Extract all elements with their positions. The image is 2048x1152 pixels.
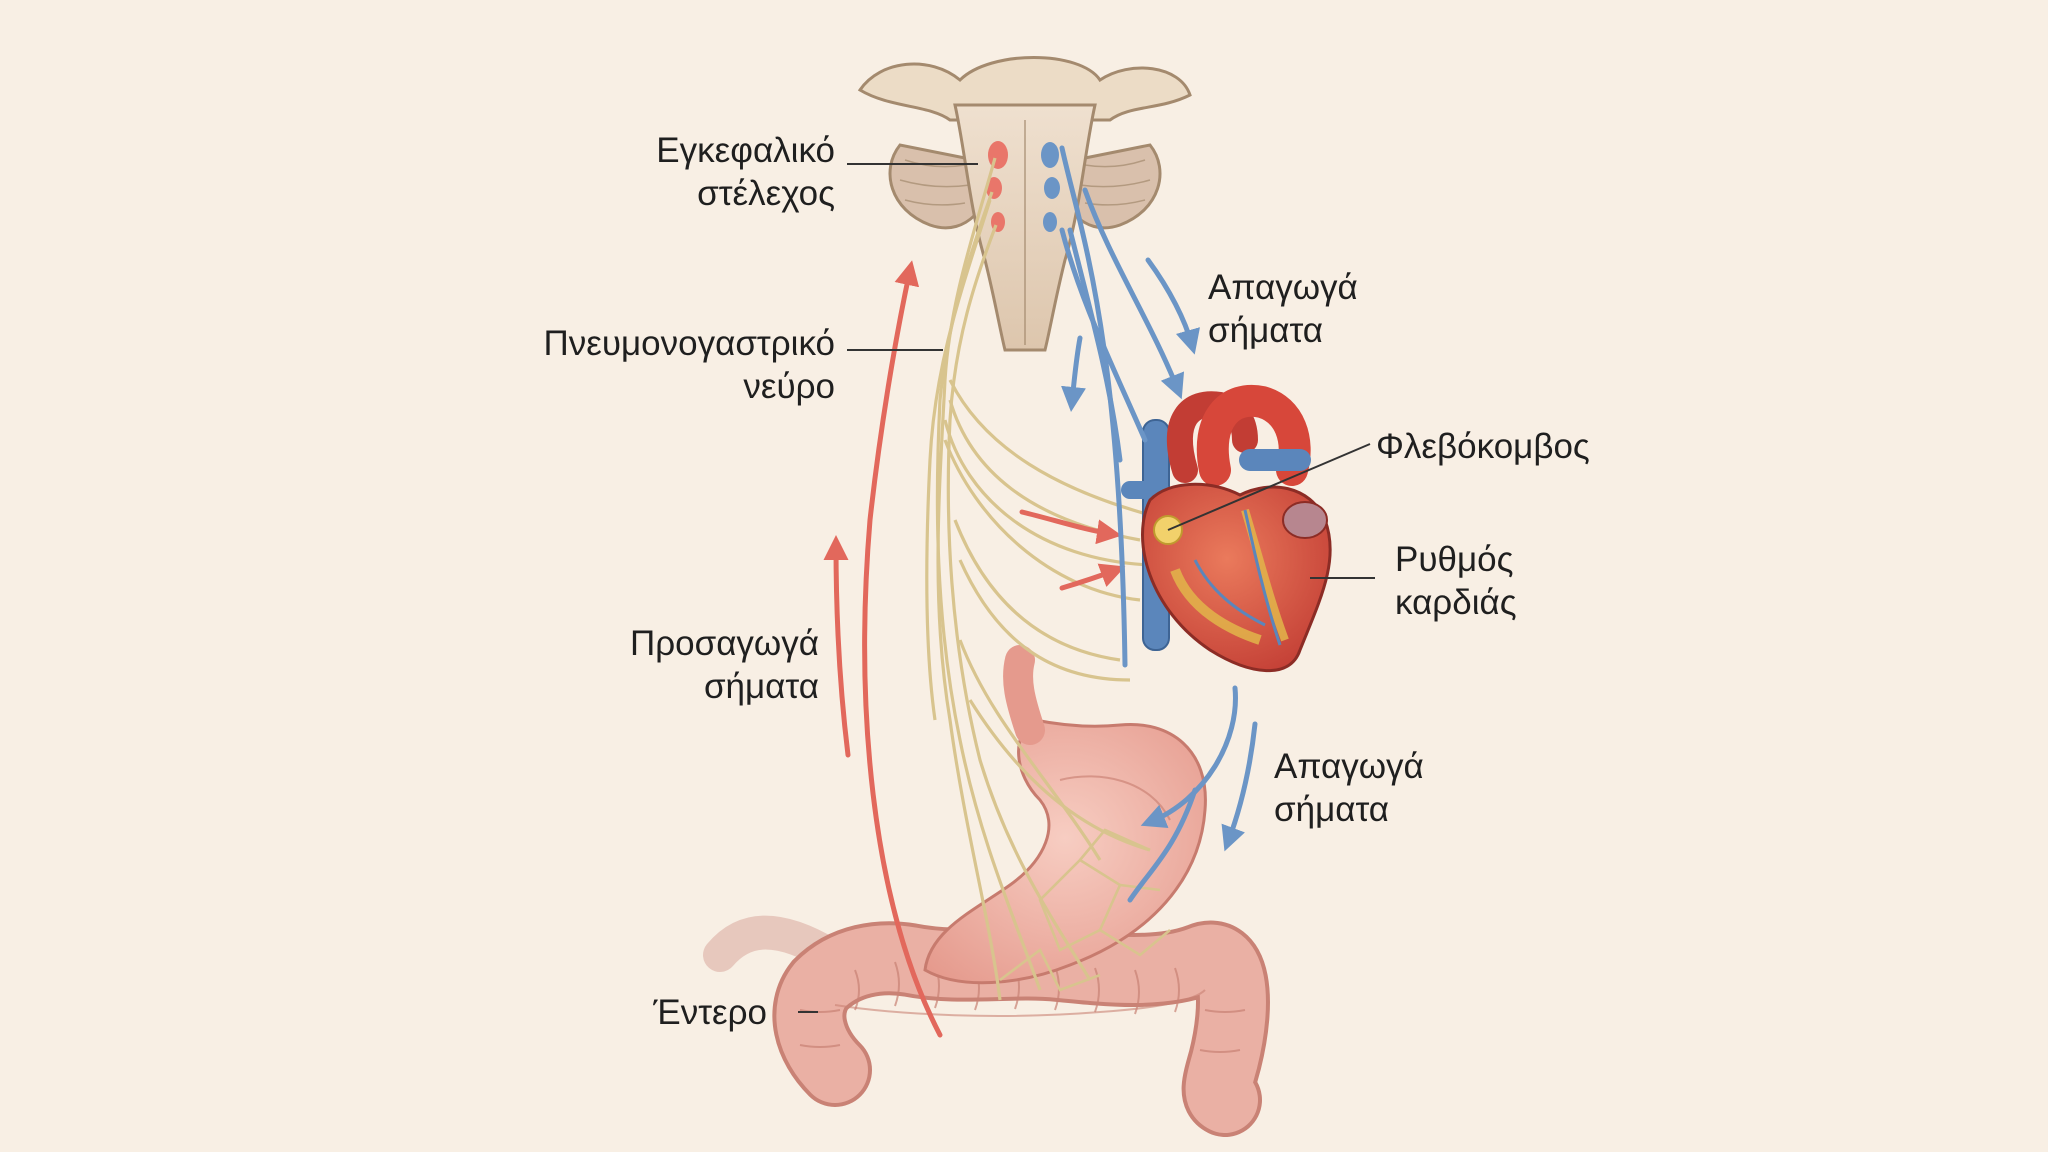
enteric-plexus — [999, 828, 1171, 992]
label-intestine: Έντερο — [653, 993, 767, 1032]
leader-sa-node — [1167, 443, 1371, 531]
vagus-nerve — [925, 157, 1151, 1001]
efferent-arrows — [1059, 145, 1258, 903]
leader-lines — [798, 163, 1375, 1013]
brainstem — [857, 56, 1192, 352]
label-sa-node: Φλεβόκομβος — [1376, 427, 1590, 466]
heart — [1121, 384, 1332, 673]
afferent-arrows — [823, 260, 1126, 1038]
